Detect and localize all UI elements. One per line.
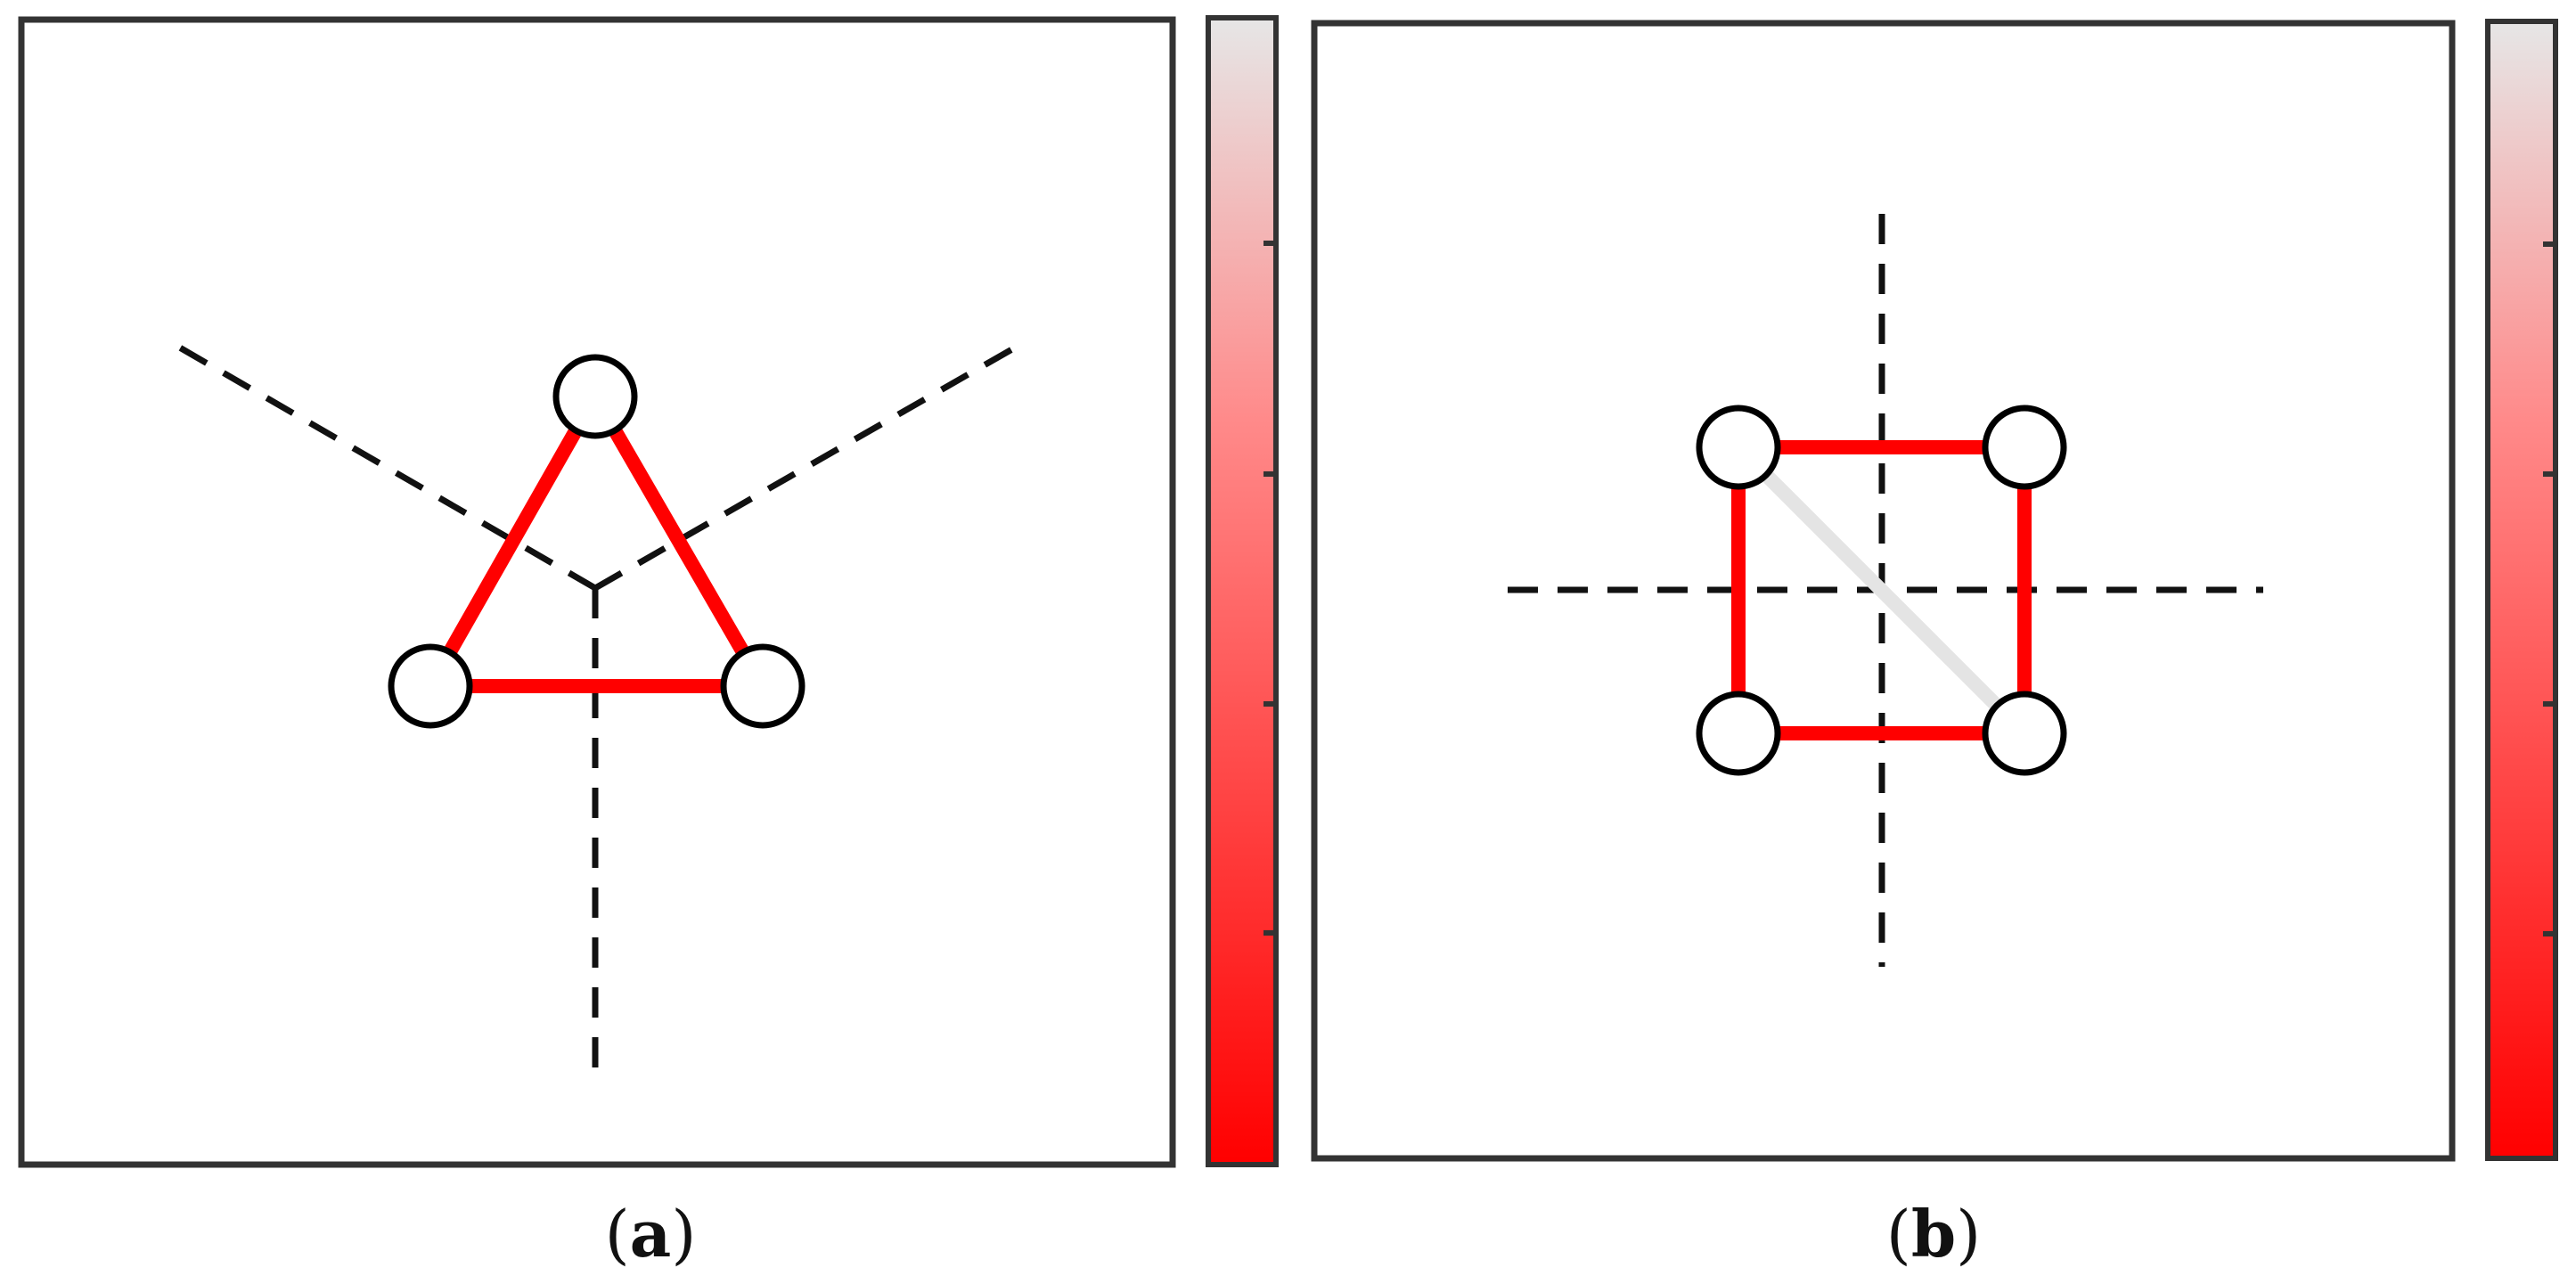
- panel-b-colorbar-bar: [2485, 19, 2558, 1161]
- panel-a-bottom-left-node: [388, 643, 473, 729]
- panel-a-caption-open: (: [605, 1197, 630, 1272]
- panel-b-top-left-node: [1696, 405, 1781, 490]
- panel-a-colorbar-ticks: [1263, 241, 1276, 936]
- panel-b-nodes: [1696, 405, 2067, 776]
- panel-a-symmetry-axis-1: [170, 339, 597, 592]
- panel-b-colorbar: [2485, 19, 2558, 1161]
- panel-b-caption-letter: b: [1911, 1196, 1956, 1272]
- panel-a-colorbar-bar: [1206, 15, 1279, 1167]
- panel-b-edges: [1731, 440, 2032, 740]
- panel-a-colorbar: [1206, 15, 1279, 1167]
- panel-b-top-right-node: [1982, 405, 2067, 490]
- panel-b-edge-diagonal-top-left-bottom-right: [1731, 440, 2032, 740]
- panel-a-symmetry-axes: [170, 339, 1025, 1078]
- panel-a-caption-letter: a: [630, 1196, 672, 1272]
- panel-b-colorbar-ticks: [2543, 241, 2556, 936]
- panel-a-caption-close: ): [671, 1197, 696, 1272]
- panel-a-top-node: [552, 354, 638, 439]
- panel-b-caption: (b): [1886, 1196, 1982, 1272]
- panel-a-symmetry-axis-2: [593, 339, 1025, 592]
- panel-b-caption-close: ): [1956, 1197, 1981, 1272]
- panel-a-edge-top-bottom-right: [588, 389, 770, 693]
- panel-a-edges: [423, 389, 770, 693]
- panel-a: (a): [18, 15, 1279, 1272]
- panel-b-bottom-right-node: [1982, 691, 2067, 776]
- panel-b-bottom-left-node: [1696, 691, 1781, 776]
- panel-a-edge-top-bottom-left: [423, 389, 602, 693]
- panel-a-caption: (a): [605, 1196, 697, 1272]
- panel-a-nodes: [388, 354, 806, 729]
- panel-a-bottom-right-node: [720, 643, 806, 729]
- panel-b-caption-open: (: [1886, 1197, 1911, 1272]
- panel-b: (b): [1311, 19, 2558, 1272]
